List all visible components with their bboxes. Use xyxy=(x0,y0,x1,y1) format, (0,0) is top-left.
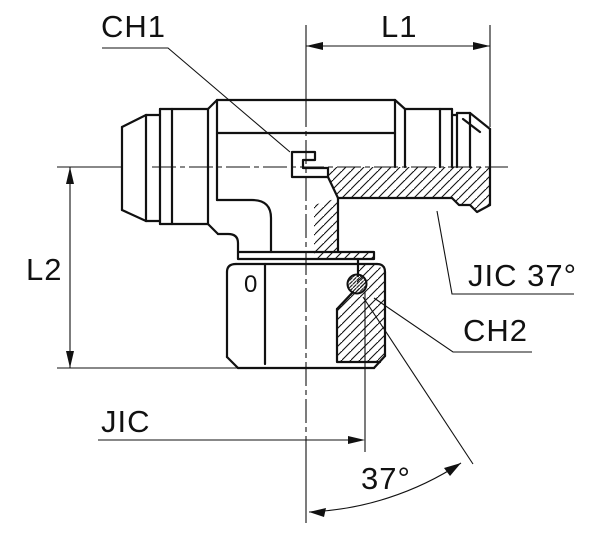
label-ch1: CH1 xyxy=(101,9,166,44)
l2-arrow-top xyxy=(66,167,74,184)
label-l1: L1 xyxy=(381,9,417,44)
label-jic37: JIC 37° xyxy=(468,258,577,293)
jic-arrow xyxy=(348,436,365,444)
seal-ball xyxy=(346,273,368,295)
section-hatching xyxy=(314,167,490,362)
label-l2: L2 xyxy=(26,252,62,287)
label-angle-37: 37° xyxy=(361,461,411,496)
l1-arrow-left xyxy=(306,42,323,50)
label-jic: JIC xyxy=(101,404,151,439)
dimension-l1 xyxy=(305,25,491,127)
hatch-stem-flange xyxy=(314,198,374,259)
dimensions xyxy=(57,25,574,513)
labels: CH1 L1 L2 JIC 37° CH2 JIC 37° 0 xyxy=(26,9,577,496)
l2-arrow-bottom xyxy=(66,351,74,368)
angle-dimension xyxy=(308,296,474,513)
center-section-mark xyxy=(290,150,330,179)
centerlines xyxy=(152,103,508,523)
hatch-body-stud xyxy=(328,167,490,212)
left-port xyxy=(120,98,240,254)
label-ch2: CH2 xyxy=(463,313,528,348)
arrowheads xyxy=(66,42,490,517)
l1-arrow-right xyxy=(473,42,490,50)
leader-ch1 xyxy=(102,47,291,153)
hatch-nut-wall xyxy=(337,264,385,362)
leader-ch2 xyxy=(373,297,532,353)
dimension-l2 xyxy=(57,166,238,369)
arc-arrow-left xyxy=(309,508,326,517)
leader-jic37 xyxy=(436,210,574,295)
leader-jic xyxy=(98,292,366,452)
nut-mark-zero: 0 xyxy=(244,271,257,298)
arc-arrow-right xyxy=(444,463,461,476)
